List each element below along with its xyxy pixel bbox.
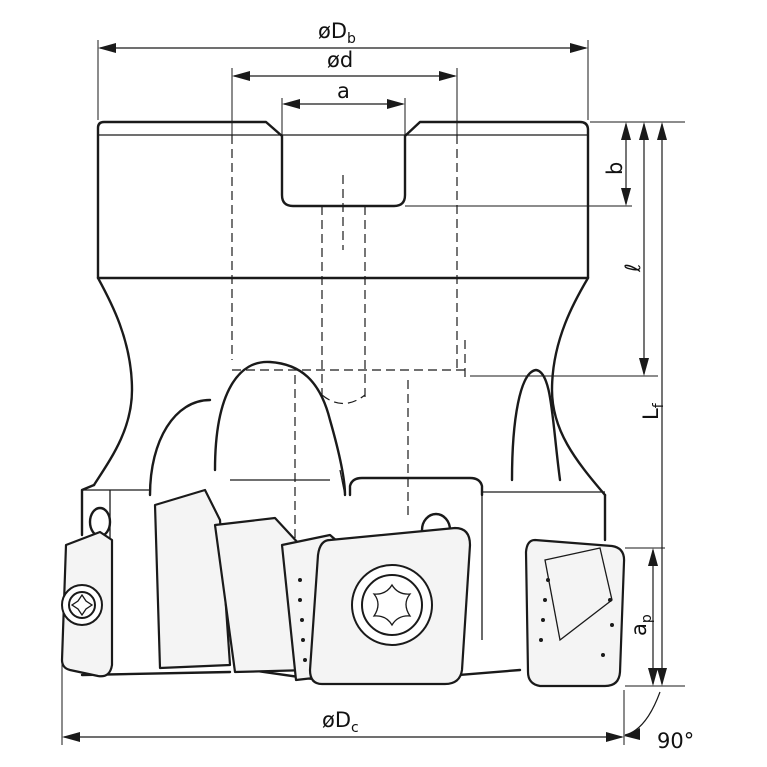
label-l: ℓ	[621, 263, 645, 273]
body-neck-right	[550, 276, 607, 497]
label-b: b	[603, 162, 627, 175]
label-Db: øDb	[318, 19, 356, 47]
label-ap: ap	[627, 614, 655, 636]
insert-right	[524, 538, 626, 688]
body-neck-left	[92, 276, 134, 487]
torx-screw-icon	[351, 564, 433, 646]
label-Dc: øDc	[322, 708, 359, 736]
label-angle: 90°	[657, 729, 694, 753]
body-top-block	[96, 120, 590, 280]
insert-wedge-left	[153, 488, 232, 670]
label-a: a	[337, 79, 350, 103]
label-d: ød	[327, 48, 353, 72]
pocket-edge	[339, 469, 346, 496]
inserts	[60, 488, 626, 688]
dimension-labels: øDb ød a b ℓ Lf ap øDc 90°	[318, 19, 694, 753]
chip-pocket-center	[213, 360, 347, 497]
chip-pocket-left	[148, 398, 212, 497]
dimension-lines	[61, 40, 685, 745]
insert-ribs	[298, 578, 614, 662]
hidden-bore-lines	[231, 135, 470, 560]
insert-seat-center	[348, 476, 484, 497]
torx-screw-left-icon	[61, 584, 103, 626]
chip-pocket-right	[510, 368, 562, 482]
label-Lf: Lf	[639, 402, 667, 420]
